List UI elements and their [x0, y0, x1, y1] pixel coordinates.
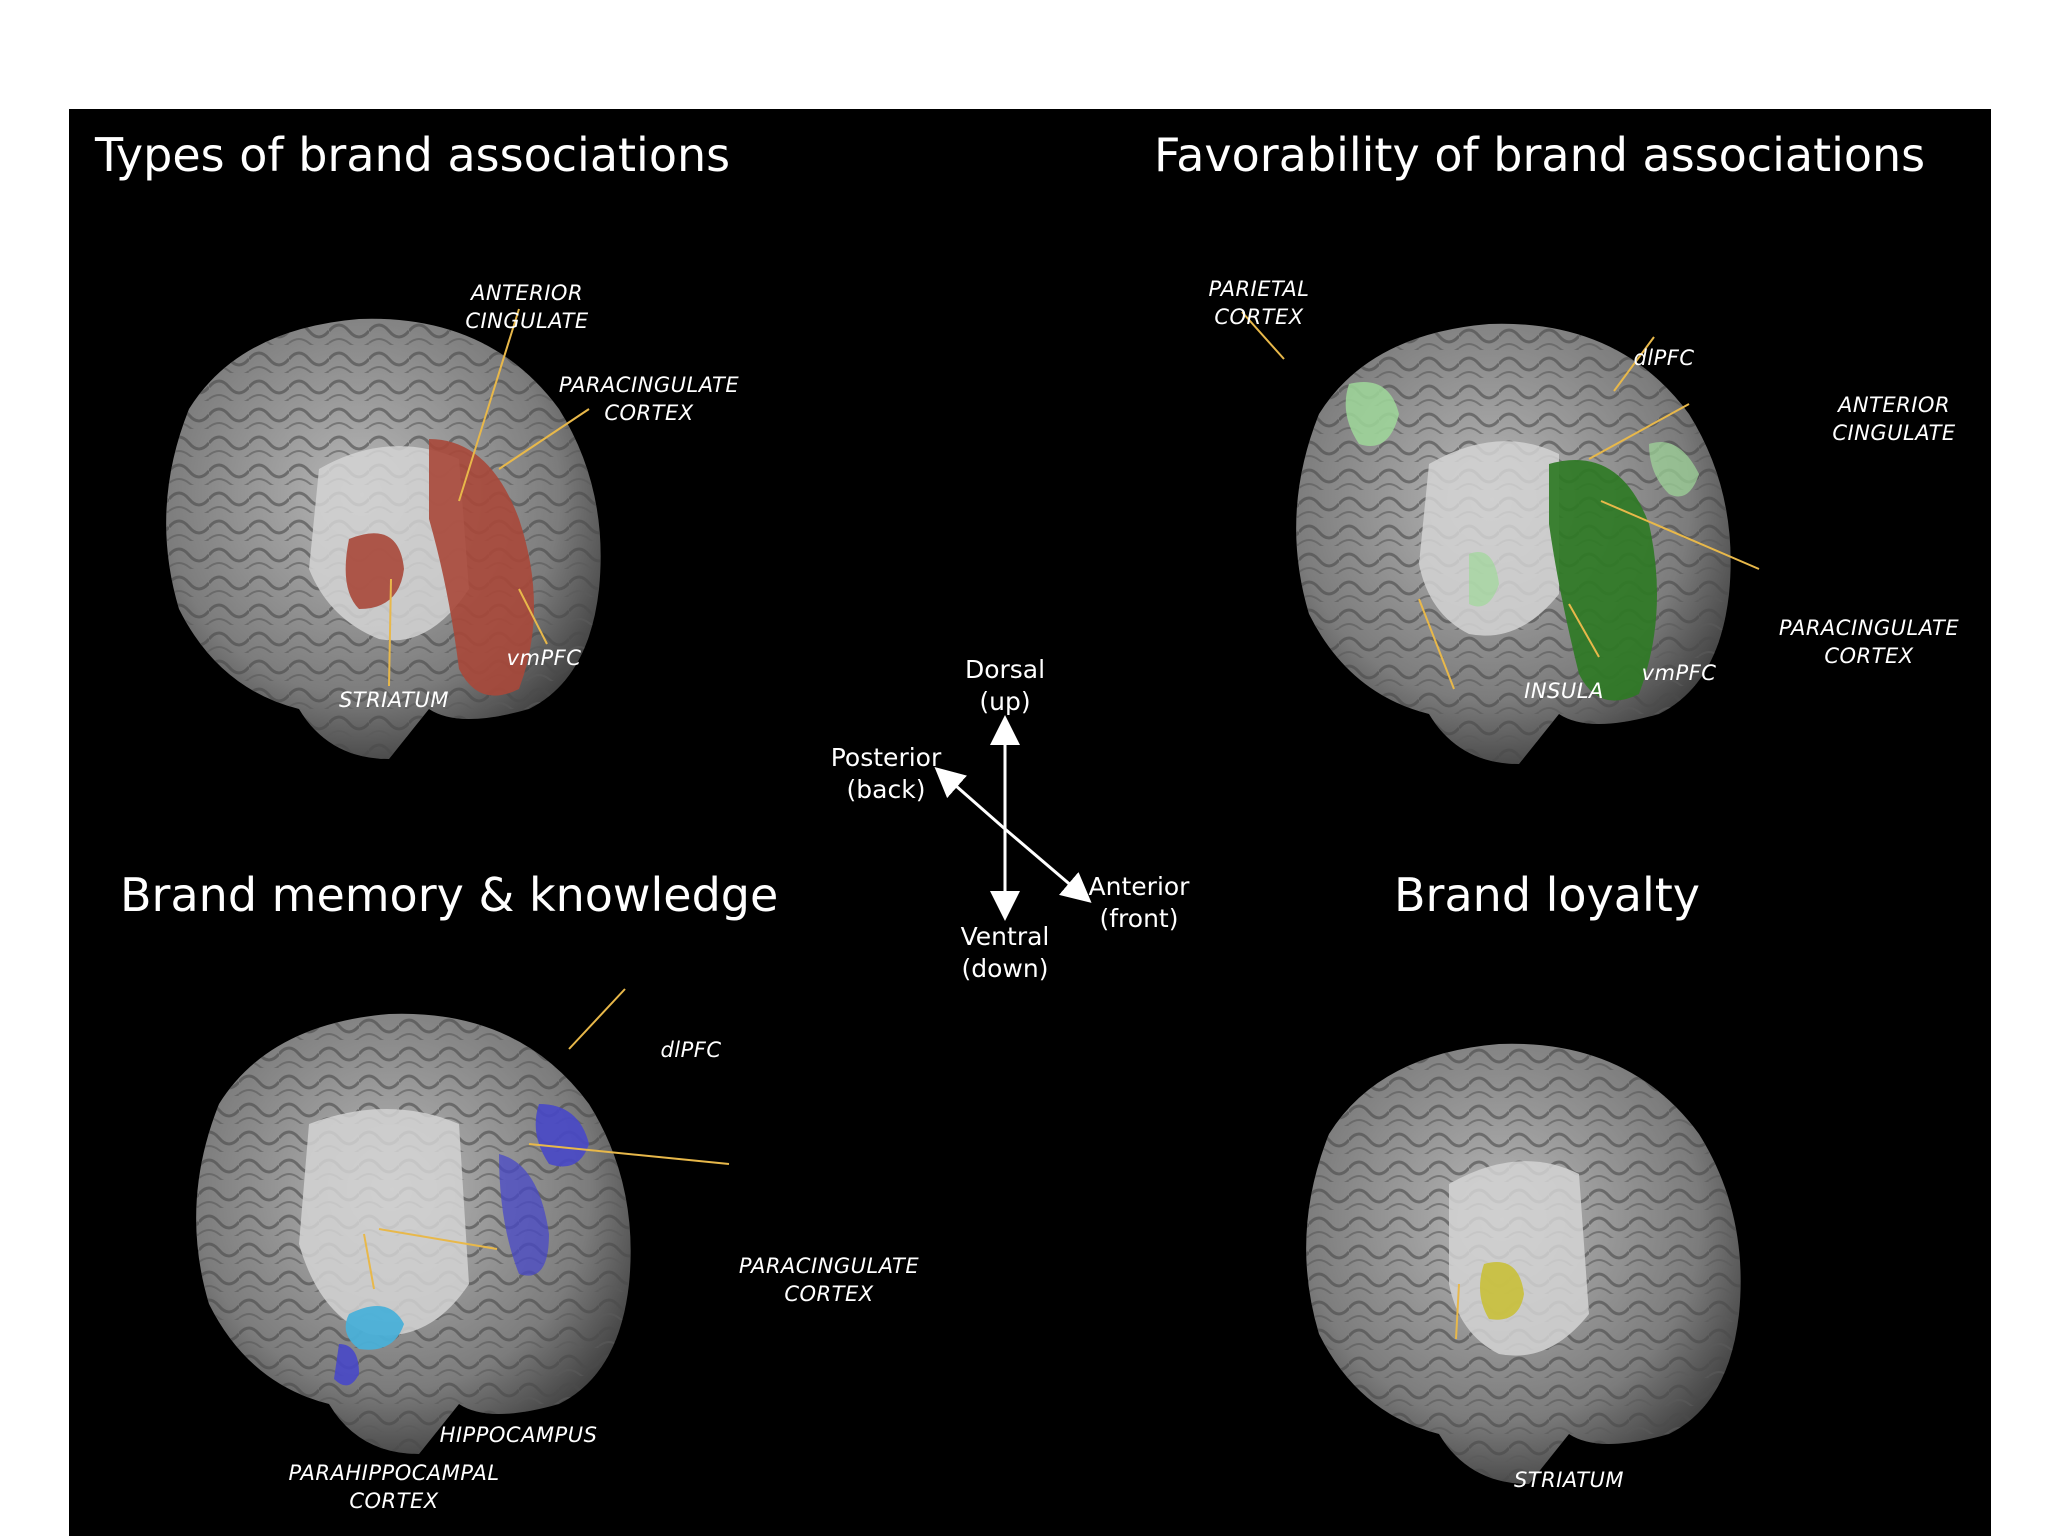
brain-memory	[196, 1013, 631, 1454]
direction-posterior: Posterior(back)	[830, 743, 942, 804]
yellow-region-striatum	[1480, 1262, 1524, 1320]
title-types: Types of brand associations	[95, 128, 731, 182]
label-vmpfc-favorability: vmPFC	[1641, 661, 1717, 685]
green-region-parietal	[1345, 382, 1399, 446]
direction-anterior: Anterior(front)	[1088, 872, 1190, 933]
label-dlpfc-memory: dlPFC	[660, 1038, 722, 1062]
brain-loyalty	[1306, 1043, 1741, 1484]
title-favorability: Favorability of brand associations	[1154, 128, 1926, 182]
label-hippocampus-memory: HIPPOCAMPUS	[439, 1423, 598, 1447]
figure-panel: Types of brand associations Favorability…	[69, 109, 1991, 1536]
cut-surface	[1449, 1161, 1589, 1356]
red-region-cingulate	[429, 439, 534, 696]
cut-surface	[1419, 441, 1559, 636]
label-insula-favorability: INSULA	[1524, 679, 1604, 703]
blue-region-paracingulate	[499, 1154, 549, 1276]
label-dlpfc-favorability: dlPFC	[1633, 346, 1695, 370]
label-vmpfc-types: vmPFC	[506, 646, 582, 670]
cyan-region-hippocampus	[345, 1306, 404, 1350]
green-region-insula	[1469, 552, 1499, 607]
direction-dorsal: Dorsal(up)	[964, 655, 1046, 716]
direction-ventral: Ventral(down)	[960, 922, 1050, 983]
cut-surface	[299, 1109, 469, 1336]
label-striatum-loyalty: STRIATUM	[1513, 1468, 1625, 1492]
blue-region-parahippocampal	[334, 1344, 359, 1386]
title-memory: Brand memory & knowledge	[120, 868, 779, 922]
brain-types	[166, 318, 601, 759]
brain-favorability	[1296, 323, 1731, 764]
label-striatum-types: STRIATUM	[338, 688, 450, 712]
title-loyalty: Brand loyalty	[1394, 868, 1701, 922]
